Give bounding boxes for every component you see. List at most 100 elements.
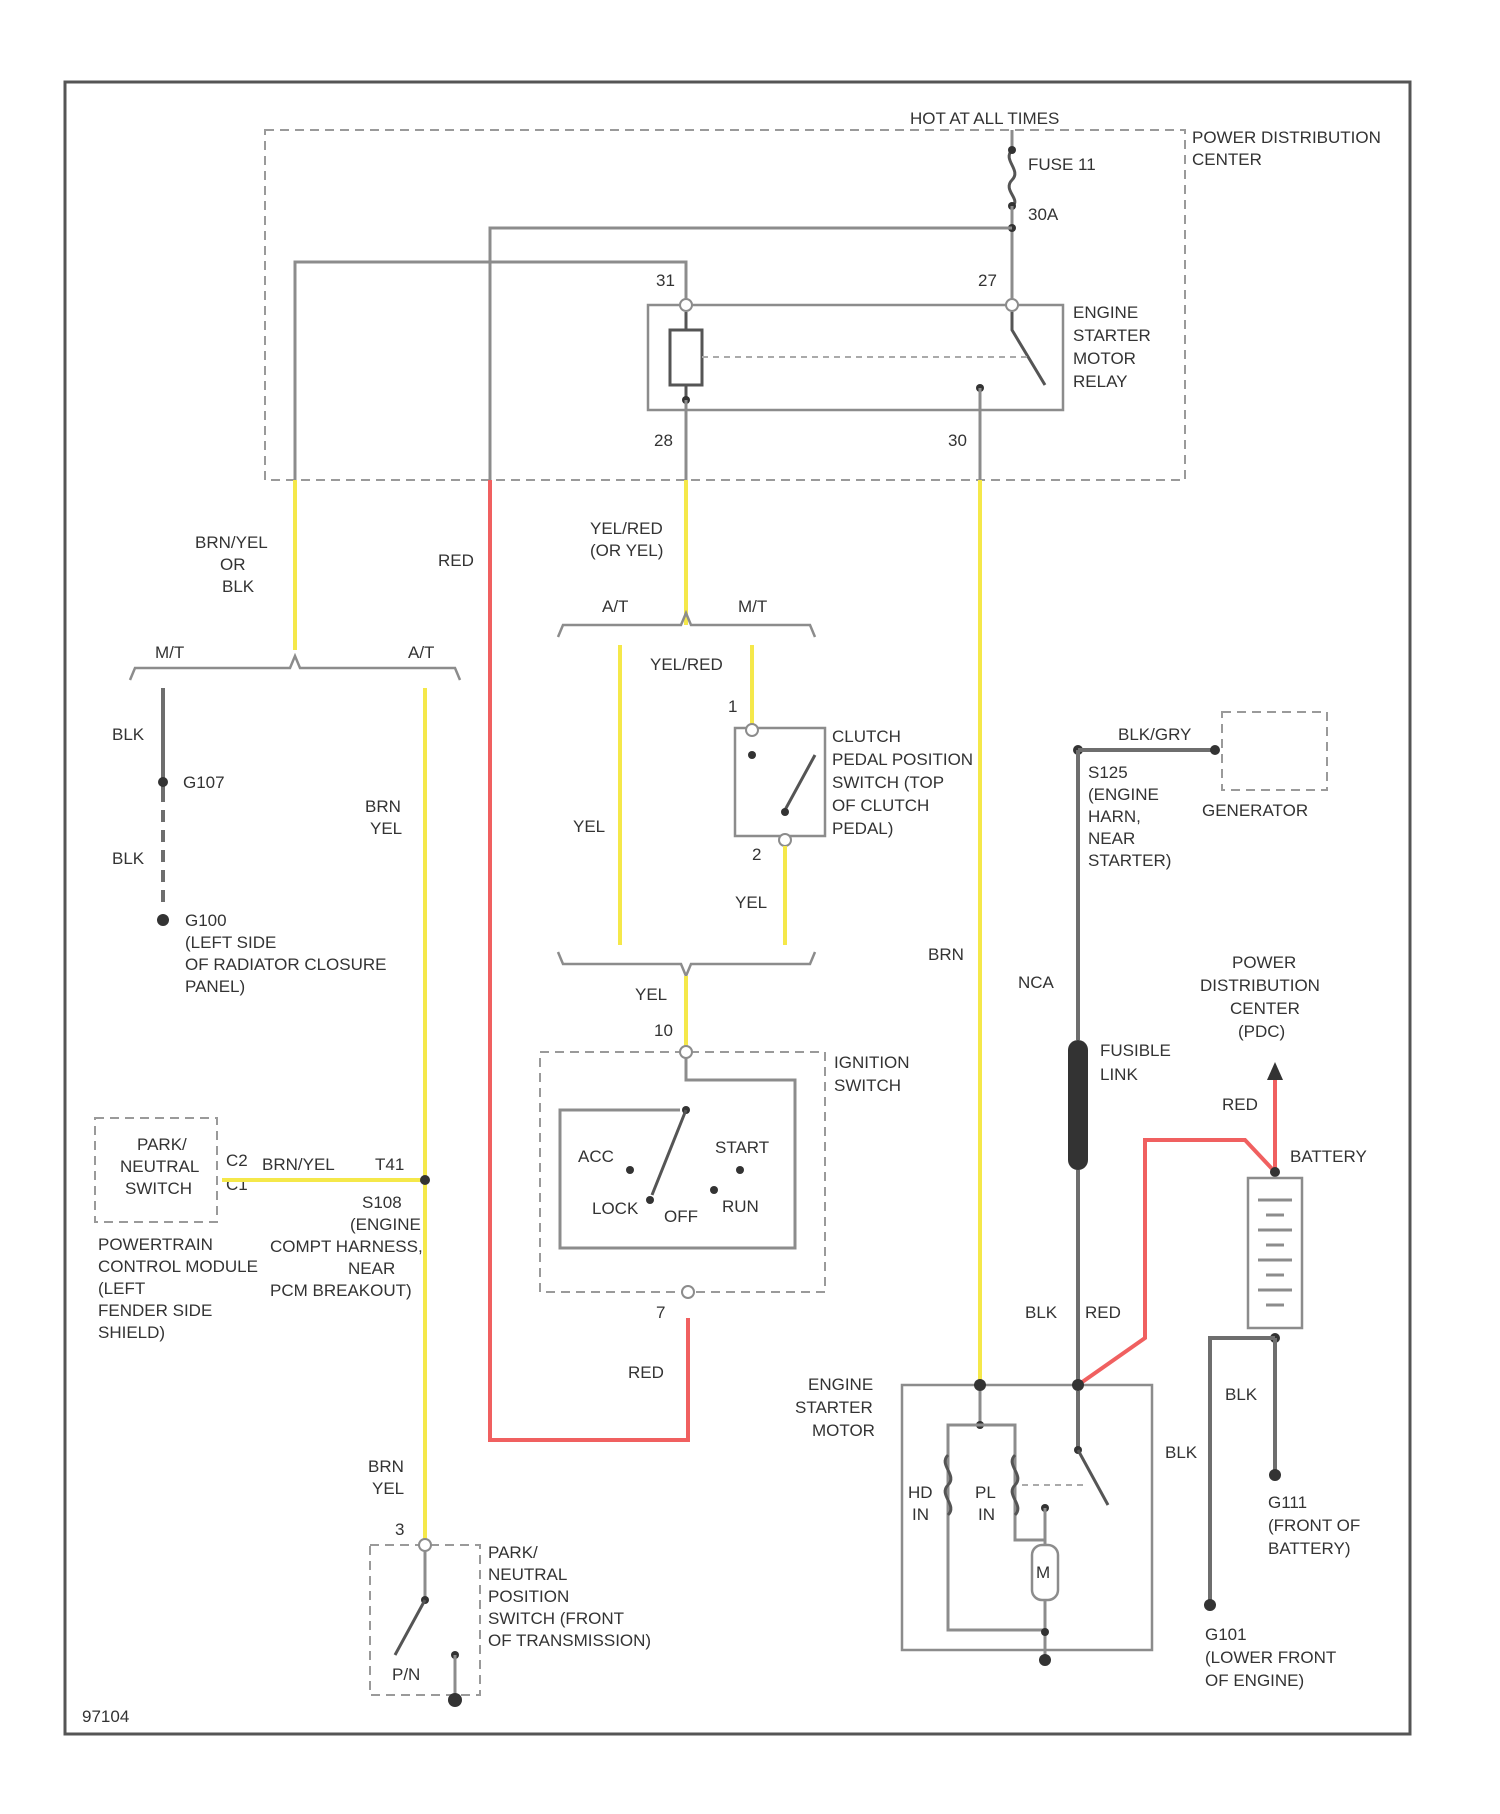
ignition-acc-dot	[626, 1166, 634, 1174]
s125-label-2: (ENGINE	[1088, 785, 1159, 804]
g101-dot	[1204, 1599, 1216, 1611]
g111-dot	[1269, 1469, 1281, 1481]
clutch-terminal-1	[746, 724, 758, 736]
pnp-label-5: OF TRANSMISSION)	[488, 1631, 651, 1650]
pl-label-2: IN	[978, 1505, 995, 1524]
ignition-terminal-7	[682, 1286, 694, 1298]
pn-label: P/N	[392, 1665, 420, 1684]
ignition-switch-box	[540, 1052, 825, 1292]
fuse-symbol	[1009, 150, 1015, 206]
terminal-31-label: 31	[656, 271, 675, 290]
relay-label-4: RELAY	[1073, 372, 1128, 391]
pcm-label-4: FENDER SIDE	[98, 1301, 212, 1320]
pdc-label-2: CENTER	[1192, 150, 1262, 169]
fuse-amp-label: 30A	[1028, 205, 1059, 224]
pns-box-label-2: NEUTRAL	[120, 1157, 199, 1176]
battery-starter-red-wire	[1078, 1140, 1275, 1385]
relay-contact	[1012, 312, 1045, 385]
starter-ground-dot	[1041, 1628, 1049, 1636]
battery-label: BATTERY	[1290, 1147, 1367, 1166]
ignition-label-1: IGNITION	[834, 1053, 910, 1072]
s108-label-5: PCM BREAKOUT)	[270, 1281, 412, 1300]
starter-windings	[948, 1425, 1045, 1630]
battery-cells	[1258, 1200, 1292, 1305]
yel-mid2-label: YEL	[735, 893, 767, 912]
starter-s-terminal	[974, 1379, 986, 1391]
pcm-label-2: CONTROL MODULE	[98, 1257, 258, 1276]
relay-coil	[670, 312, 702, 400]
red3-label: RED	[628, 1363, 664, 1382]
g107-label: G107	[183, 773, 225, 792]
s125-label-4: NEAR	[1088, 829, 1135, 848]
g111-label-2: (FRONT OF	[1268, 1516, 1360, 1535]
starter-contact-blade	[1078, 1450, 1108, 1505]
fuse-terminal-top	[1008, 146, 1016, 154]
g100-label-2: (LEFT SIDE	[185, 933, 276, 952]
pcm-label-5: SHIELD)	[98, 1323, 165, 1342]
terminal-10-label: 10	[654, 1021, 673, 1040]
pin-c1-label: C1	[226, 1175, 248, 1194]
brn-yel-or-blk-3: BLK	[222, 577, 255, 596]
s125-label-5: STARTER)	[1088, 851, 1171, 870]
pdc2-label-4: (PDC)	[1238, 1022, 1285, 1041]
s108-label-4: NEAR	[348, 1259, 395, 1278]
middle-bottom-brace	[558, 952, 815, 976]
hot-label: HOT AT ALL TIMES	[910, 109, 1059, 128]
starter-motor-box	[902, 1385, 1152, 1650]
ignition-terminal-10	[680, 1046, 692, 1058]
pnp-label-2: NEUTRAL	[488, 1565, 567, 1584]
g107-dot	[158, 777, 168, 787]
fusible-label-1: FUSIBLE	[1100, 1041, 1171, 1060]
start-label: START	[715, 1138, 769, 1157]
g101-label-1: G101	[1205, 1625, 1247, 1644]
diagram-code: 97104	[82, 1707, 129, 1726]
brn-yel-left-1: BRN	[365, 797, 401, 816]
pnp-ground-dot	[448, 1693, 462, 1707]
battery-ground-g101	[1210, 1338, 1275, 1602]
clutch-contact-top	[748, 751, 756, 759]
battery-positive-terminal	[1270, 1167, 1280, 1177]
pdc2-label-2: DISTRIBUTION	[1200, 976, 1320, 995]
clutch-switch-blade	[785, 755, 815, 810]
clutch-label-1: CLUTCH	[832, 727, 901, 746]
mt-mid-label: M/T	[738, 597, 767, 616]
pns-box-label-1: PARK/	[137, 1135, 187, 1154]
pcm-label-3: (LEFT	[98, 1279, 145, 1298]
brn-yel-bottom-2: YEL	[372, 1479, 404, 1498]
pnp-blade	[395, 1600, 425, 1655]
generator-terminal	[1210, 745, 1220, 755]
g111-label-1: G111	[1268, 1493, 1307, 1512]
g100-label-1: G100	[185, 911, 227, 930]
clutch-contact-bottom	[781, 808, 789, 816]
pl-label-1: PL	[975, 1483, 996, 1502]
pnp-label-3: POSITION	[488, 1587, 569, 1606]
blk-red-b-label: RED	[1085, 1303, 1121, 1322]
t41-label: T41	[375, 1155, 404, 1174]
fuse-label: FUSE 11	[1028, 155, 1096, 174]
blk2-label: BLK	[112, 849, 145, 868]
pcm-label-1: POWERTRAIN	[98, 1235, 213, 1254]
s108-label-2: (ENGINE	[350, 1215, 421, 1234]
pdc2-label-1: POWER	[1232, 953, 1296, 972]
yel-bottom-label: YEL	[635, 985, 667, 1004]
at-mid-label: A/T	[602, 597, 628, 616]
starter-m-label: M	[1036, 1563, 1050, 1582]
red-label: RED	[438, 551, 474, 570]
fusible-label-2: LINK	[1100, 1065, 1138, 1084]
clutch-t1-label: 1	[728, 697, 737, 716]
terminal-28-label: 28	[654, 431, 673, 450]
yel-red-or-yel-1: YEL/RED	[590, 519, 663, 538]
red2-label: RED	[1222, 1095, 1258, 1114]
s125-label-3: HARN,	[1088, 807, 1141, 826]
brn-label: BRN	[928, 945, 964, 964]
terminal-27-label: 27	[978, 271, 997, 290]
hd-label-2: IN	[912, 1505, 929, 1524]
s108-dot	[420, 1175, 430, 1185]
relay-label-2: STARTER	[1073, 326, 1151, 345]
pnp-label-4: SWITCH (FRONT	[488, 1609, 624, 1628]
s125-label-1: S125	[1088, 763, 1128, 782]
clutch-label-2: PEDAL POSITION	[832, 750, 973, 769]
relay-label-3: MOTOR	[1073, 349, 1136, 368]
nca-label: NCA	[1018, 973, 1055, 992]
